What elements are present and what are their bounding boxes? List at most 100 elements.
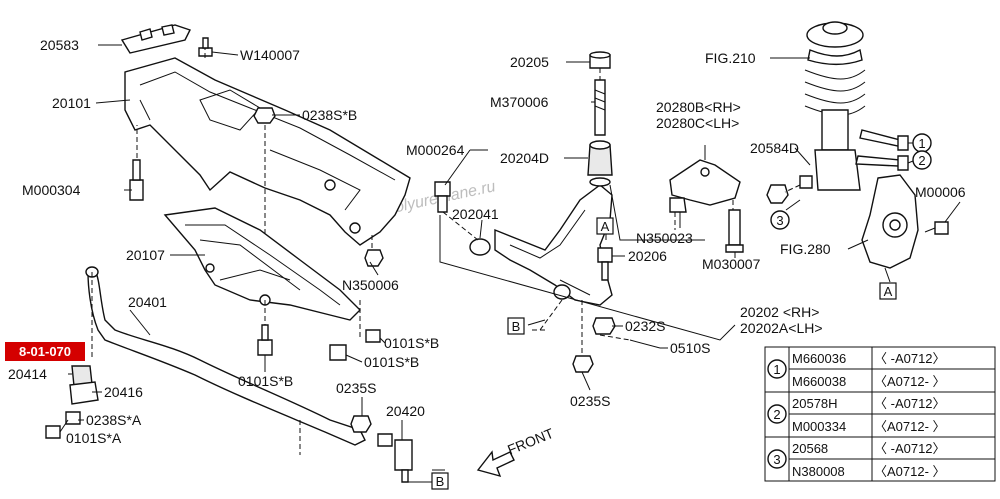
circle-1-label: 1: [918, 136, 925, 151]
label-202041: 202041: [452, 206, 499, 222]
label-20280c: 20280C<LH>: [656, 115, 739, 131]
label-0238s-a: 0238S*A: [86, 412, 142, 428]
label-0235s-2: 0235S: [570, 393, 610, 409]
label-20205: 20205: [510, 54, 549, 70]
nut-0232s: [592, 317, 616, 335]
table-row-range: 〈 -A0712〉: [874, 351, 946, 366]
label-w140007: W140007: [240, 47, 300, 63]
label-20414: 20414: [8, 366, 47, 382]
dashed-lines: [91, 48, 801, 455]
table-row-range: 〈A0712- 〉: [874, 464, 946, 479]
svg-text:3: 3: [773, 452, 780, 467]
knuckle-fig280: [861, 174, 919, 269]
label-fig210: FIG.210: [705, 50, 756, 66]
label-0510s: 0510S: [670, 340, 710, 356]
svg-text:1: 1: [773, 362, 780, 377]
table-group-2: 2: [767, 404, 787, 424]
table-row-part: M660038: [792, 374, 846, 389]
bolt-m000304: [129, 125, 144, 201]
strut-bolts: [855, 129, 909, 171]
front-label: FRONT: [505, 425, 556, 458]
table-row-part: M660036: [792, 351, 846, 366]
strut-nut: [766, 175, 813, 204]
table-group-3: 3: [767, 449, 787, 469]
label-m370006: M370006: [490, 94, 549, 110]
label-20206: 20206: [628, 248, 667, 264]
bolts-0101s-b: [257, 300, 381, 361]
circle-3-label: 3: [776, 213, 783, 228]
label-n350023: N350023: [636, 230, 693, 246]
washer-20205: [589, 51, 611, 69]
bolt-0238s-a: [65, 411, 81, 425]
label-20420: 20420: [386, 403, 425, 419]
label-m000264: M000264: [406, 142, 465, 158]
nut-0235s-right: [572, 300, 594, 373]
crossmember-20101: [124, 57, 411, 246]
label-20107: 20107: [126, 247, 165, 263]
label-fig280: FIG.280: [780, 241, 831, 257]
label-0232s: 0232S: [625, 318, 665, 334]
bracket-20583: [120, 24, 191, 54]
nut-0235s-left: [350, 415, 372, 433]
part-labels: 20583 W140007 20101 0238S*B M000304 2010…: [8, 37, 966, 446]
bolt-m030007: [725, 209, 744, 253]
bolt-0101s-a: [45, 419, 69, 439]
bracket-20280: [669, 159, 741, 206]
bolt-w140007: [198, 37, 213, 57]
nut-n350023: [669, 197, 687, 213]
svg-text:B: B: [512, 319, 521, 334]
label-0101s-b-1: 0101S*B: [384, 335, 439, 351]
svg-text:A: A: [601, 219, 610, 234]
label-20584d: 20584D: [750, 140, 799, 156]
table-row-part: 20568: [792, 441, 828, 456]
table-row-range: 〈 -A0712〉: [874, 396, 946, 411]
label-0101s-b-3: 0101S*B: [238, 373, 293, 389]
label-20202: 20202 <RH>: [740, 304, 819, 320]
table-row-range: 〈A0712- 〉: [874, 419, 946, 434]
table-row-part: 20578H: [792, 396, 838, 411]
pin-0510s: [599, 334, 661, 349]
label-0101s-b-2: 0101S*B: [364, 354, 419, 370]
box-a-1: A: [596, 217, 614, 235]
label-0235s-1: 0235S: [336, 380, 376, 396]
table-row-range: 〈 -A0712〉: [874, 441, 946, 456]
box-a-2: A: [879, 282, 897, 300]
front-arrow: FRONT: [476, 425, 556, 478]
svg-text:A: A: [884, 284, 893, 299]
ball-joint-20206: [597, 247, 613, 281]
svg-text:2: 2: [773, 407, 780, 422]
label-m00006: M00006: [915, 184, 966, 200]
label-0101s-a: 0101S*A: [66, 430, 122, 446]
bolt-m000264: [434, 181, 451, 213]
lower-arm-20202: [469, 184, 613, 306]
table-row-part: M000334: [792, 419, 846, 434]
svg-text:8-01-070: 8-01-070: [19, 344, 71, 359]
table-row-range: 〈A0712- 〉: [874, 374, 946, 389]
svg-text:B: B: [436, 474, 445, 489]
bracket-20416: [69, 381, 99, 405]
bushing-20204d: [587, 140, 613, 187]
label-20202a: 20202A<LH>: [740, 320, 823, 336]
label-20416: 20416: [104, 384, 143, 400]
box-b-2: B: [431, 472, 449, 490]
label-m000304: M000304: [22, 182, 81, 198]
ref-link-8-01-070[interactable]: 8-01-070: [5, 342, 85, 361]
label-20280b: 20280B<RH>: [656, 99, 741, 115]
circled-numbers: 1 2 3: [770, 133, 932, 230]
applicability-table: 1 2 3 M660036 〈 -A0712〉 M660038 〈A0712- …: [764, 346, 996, 482]
stabilizer-link-20420: [377, 433, 413, 483]
label-20101: 20101: [52, 95, 91, 111]
table-group-1: 1: [767, 359, 787, 379]
bolt-m370006: [594, 68, 606, 136]
label-20583: 20583: [40, 37, 79, 53]
label-n350006: N350006: [342, 277, 399, 293]
label-20204d: 20204D: [500, 150, 549, 166]
leader-lines: [68, 44, 961, 483]
bolt-m00006: [924, 221, 949, 235]
label-m030007: M030007: [702, 256, 761, 272]
nut-n350006: [364, 249, 384, 267]
subframe-20107: [163, 207, 361, 321]
circle-2-label: 2: [918, 153, 925, 168]
label-20401: 20401: [128, 294, 167, 310]
